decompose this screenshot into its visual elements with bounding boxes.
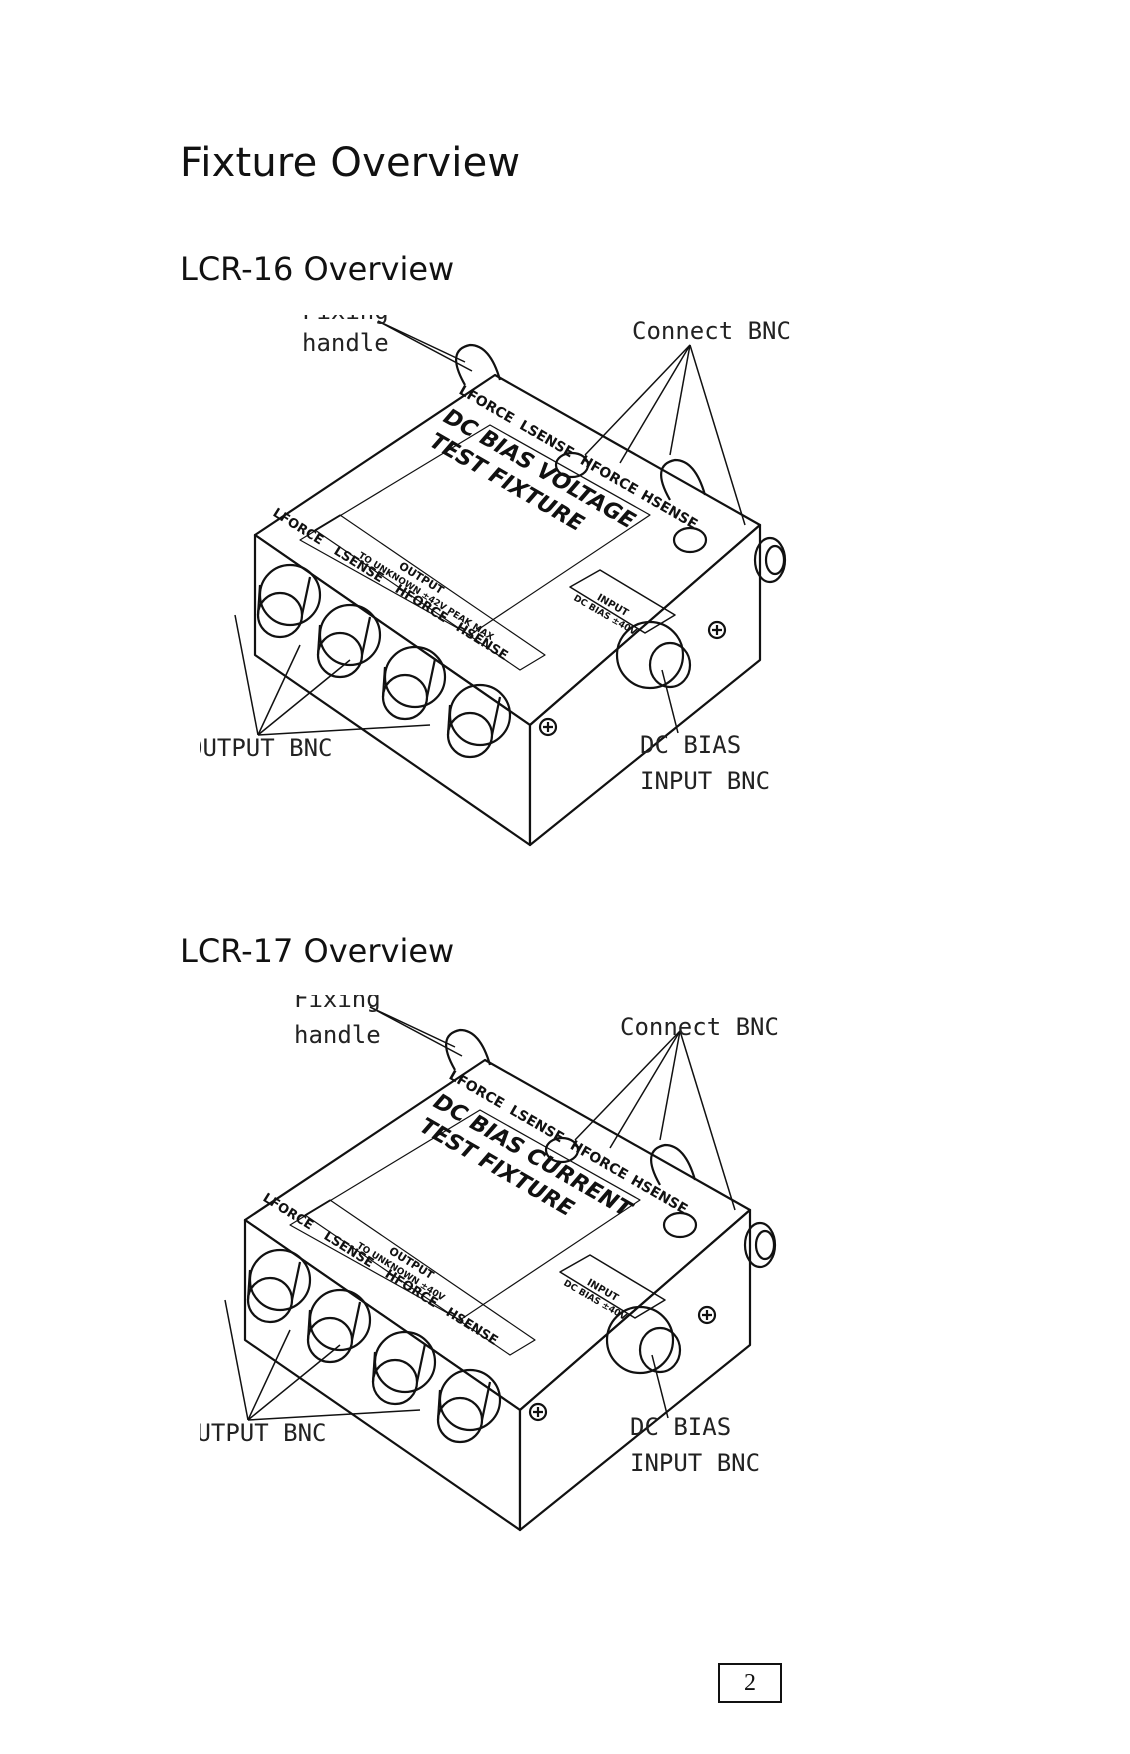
lcr16-label-dc-bias: DC BIAS — [640, 731, 741, 759]
lcr16-label-output-bnc: OUTPUT BNC — [200, 734, 333, 762]
lcr17-label-output-bnc: OUTPUT BNC — [200, 1419, 327, 1447]
lcr17-label-connect-bnc: Connect BNC — [620, 1013, 779, 1041]
lcr17-fixture-drawing: LFORCE LSENSE HFORCE HSENSE DC BIAS CURR… — [182, 985, 779, 1532]
lcr16-label-input-bnc: INPUT BNC — [640, 767, 770, 795]
lcr17-label-input-bnc: INPUT BNC — [630, 1449, 760, 1477]
lcr16-label-fixing: Fixing — [302, 315, 389, 325]
lcr17-label-dc-bias: DC BIAS — [630, 1413, 731, 1441]
lcr17-label-fixing: Fixing — [294, 995, 381, 1013]
section-heading-lcr16: LCR-16 Overview — [180, 250, 455, 288]
section-heading-lcr17: LCR-17 Overview — [180, 932, 455, 970]
page-number: 2 — [718, 1663, 782, 1703]
lcr16-fixture-drawing: LFORCE LSENSE HFORCE HSENSE DC BIAS VOLT… — [188, 297, 791, 847]
lcr16-label-connect-bnc: Connect BNC — [632, 317, 791, 345]
lcr16-figure: LFORCE LSENSE HFORCE HSENSE DC BIAS VOLT… — [188, 297, 860, 885]
lcr16-label-handle: handle — [302, 329, 389, 357]
lcr17-label-handle: handle — [294, 1021, 381, 1049]
page-title: Fixture Overview — [180, 140, 521, 186]
lcr17-figure: LFORCE LSENSE HFORCE HSENSE DC BIAS CURR… — [182, 985, 860, 1565]
